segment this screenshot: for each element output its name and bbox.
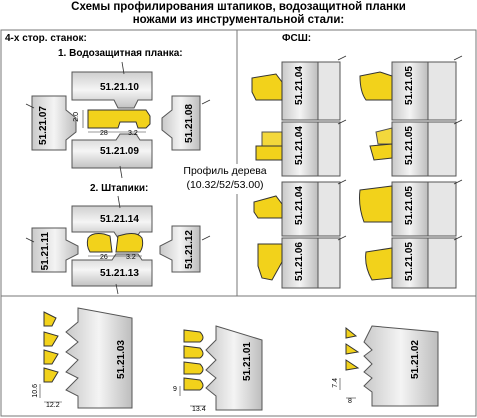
section-frames [0, 29, 477, 417]
beads-top-code: 51.21.14 [100, 214, 139, 225]
fsh-left-code-2: 51.21.04 [294, 126, 305, 165]
beads-dim-a: 26 [100, 254, 108, 261]
beads-left-code: 51.21.11 [40, 232, 51, 271]
bottom-tool-1-dim-h: 10.6 [32, 384, 39, 398]
section-fsh-label: ФСШ: [282, 33, 312, 44]
fsh-left-code-1: 51.21.04 [294, 66, 305, 105]
bottom-tool-2-dim-w: 13.4 [192, 406, 206, 413]
title-line-1: Схемы профилирования штапиков, водозащит… [71, 1, 406, 13]
water-strip-dim-a: 28 [100, 130, 108, 137]
fsh-right-code-2: 51.21.05 [404, 126, 415, 165]
bottom-tools [39, 307, 439, 411]
fsh-group [251, 55, 463, 289]
fsh-left-code-4: 51.21.06 [294, 242, 305, 281]
profile-label-line-2: (10.32/52/53.00) [186, 179, 264, 191]
fsh-right-code-3: 51.21.05 [404, 186, 415, 225]
section-water-strip-label: 1. Водозащитная планка: [58, 48, 183, 59]
bottom-tool-2-dim-h: 9 [173, 386, 177, 393]
bottom-tool-3-code: 51.21.02 [410, 340, 421, 379]
beads-dim-b: 3.2 [126, 254, 136, 261]
section-beads-label: 2. Штапики: [90, 183, 149, 194]
bottom-tool-2-code: 51.21.01 [242, 342, 253, 381]
bottom-tool-1-dim-w: 12.2 [46, 402, 60, 409]
bottom-tool-3-dim-h: 7.4 [332, 378, 339, 388]
water-strip-group [25, 61, 211, 179]
beads-group [25, 195, 211, 295]
title-line-2: ножами из инструментальной стали: [132, 14, 345, 26]
bottom-tool-1-code: 51.21.03 [116, 340, 127, 379]
water-strip-top-code: 51.21.10 [100, 82, 139, 93]
beads-bottom-code: 51.21.13 [100, 268, 139, 279]
water-strip-bottom-code: 51.21.09 [100, 146, 139, 157]
water-strip-dim-h: 2.0 [73, 112, 80, 122]
fsh-left-code-3: 51.21.04 [294, 186, 305, 225]
profile-label-line-1: Профиль дерева [183, 165, 267, 177]
fsh-right-code-4: 51.21.05 [404, 242, 415, 281]
profile-label: Профиль дерева (10.32/52/53.00) [179, 164, 271, 194]
water-strip-dim-b: 3.2 [128, 130, 138, 137]
bottom-tool-3-dim-w: 8 [348, 398, 352, 405]
water-strip-left-code: 51.21.07 [38, 106, 49, 145]
beads-right-code: 51.21.12 [184, 230, 195, 269]
fsh-right-code-1: 51.21.05 [404, 66, 415, 105]
section-four-side-label: 4-х стор. станок: [5, 33, 87, 44]
water-strip-right-code: 51.21.08 [184, 104, 195, 143]
